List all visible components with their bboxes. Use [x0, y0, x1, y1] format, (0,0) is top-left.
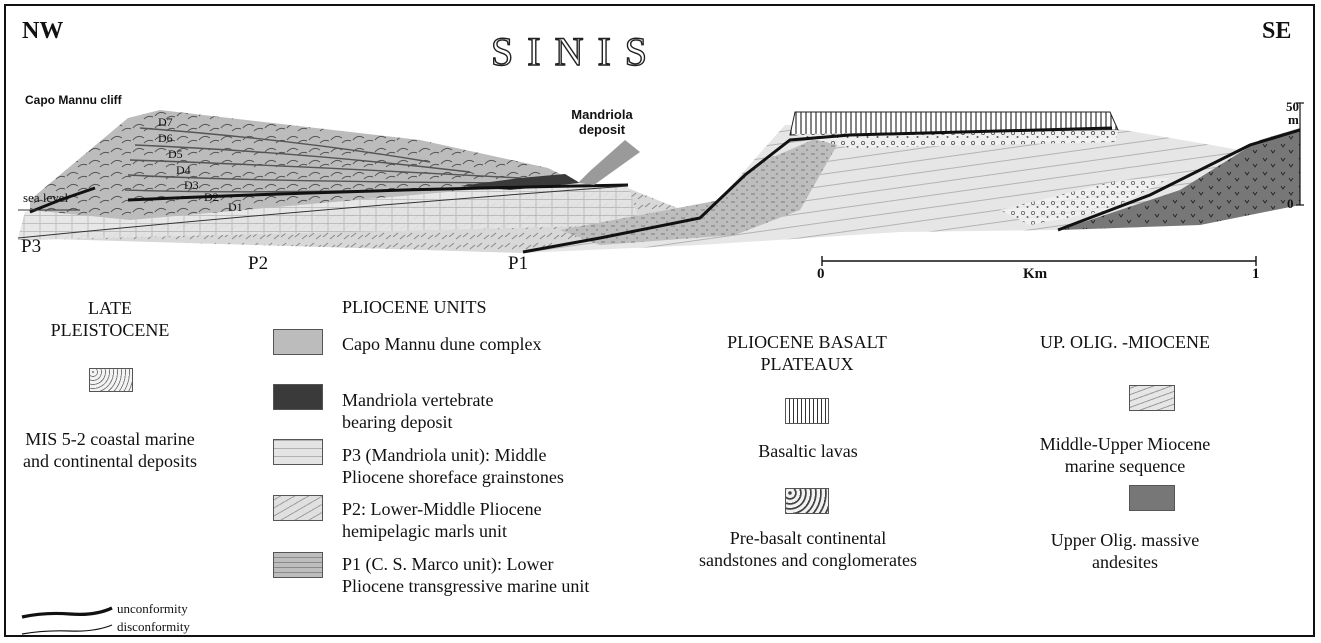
basalt-swatch	[785, 398, 829, 424]
mandriola-legend-item: Mandriola vertebrate bearing deposit	[342, 389, 542, 433]
late-pleistocene-item: MIS 5-2 coastal marine and continental d…	[20, 428, 200, 472]
dune-label-d6: D6	[158, 131, 173, 146]
miocene-legend-item: Middle-Upper Miocene marine sequence	[1015, 433, 1235, 477]
prebasalt-legend-item: Pre-basalt continental sandstones and co…	[690, 527, 926, 571]
p3-label: P3	[21, 236, 41, 258]
late-pleistocene-swatch	[89, 368, 133, 392]
dune-label-d2: D2	[204, 190, 219, 205]
p3-swatch	[273, 439, 323, 465]
p2-swatch	[273, 495, 323, 521]
p2-label: P2	[248, 253, 268, 275]
basalt-legend-item: Basaltic lavas	[708, 440, 908, 462]
vscale-bottom: 0	[1287, 196, 1294, 212]
dune-label-d7: D7	[158, 115, 173, 130]
disconformity-label: disconformity	[117, 619, 190, 635]
hscale-start: 0	[817, 266, 825, 283]
hscale-unit: Km	[1023, 266, 1047, 283]
p1-swatch	[273, 552, 323, 578]
vscale-unit: m	[1288, 112, 1299, 128]
pliocene-units-heading: PLIOCENE UNITS	[342, 297, 487, 318]
hscale-end: 1	[1252, 266, 1260, 283]
dune-legend-item: Capo Mannu dune complex	[342, 333, 542, 355]
dune-label-d1: D1	[228, 200, 243, 215]
prebasalt-swatch	[785, 488, 829, 514]
dune-label-d4: D4	[176, 163, 191, 178]
p1-legend-item: P1 (C. S. Marco unit): Lower Pliocene tr…	[342, 553, 612, 597]
horizontal-scale-bar	[822, 256, 1256, 266]
andesite-legend-item: Upper Olig. massive andesites	[1035, 529, 1215, 573]
andesite-swatch	[1129, 485, 1175, 511]
disconformity-swatch	[22, 625, 112, 634]
late-pleistocene-heading: LATE PLEISTOCENE	[30, 297, 190, 341]
unconformity-label: unconformity	[117, 601, 188, 617]
mandriola-swatch	[273, 384, 323, 410]
dune-label-d5: D5	[168, 147, 183, 162]
page-title: SINIS	[491, 28, 661, 75]
unconformity-swatch	[22, 608, 112, 617]
olig-miocene-heading: UP. OLIG. -MIOCENE	[1000, 331, 1250, 353]
dune-swatch	[273, 329, 323, 355]
sea-level-label: sea level	[23, 190, 68, 206]
basalt-heading: PLIOCENE BASALT PLATEAUX	[692, 331, 922, 375]
miocene-swatch	[1129, 385, 1175, 411]
dune-label-d3: D3	[184, 178, 199, 193]
p1-label: P1	[508, 253, 528, 275]
p2-legend-item: P2: Lower-Middle Pliocene hemipelagic ma…	[342, 498, 602, 542]
p3-legend-item: P3 (Mandriola unit): Middle Pliocene sho…	[342, 444, 602, 488]
nw-label: NW	[22, 18, 63, 45]
cliff-label: Capo Mannu cliff	[25, 93, 122, 107]
deposit-label: Mandriola deposit	[571, 107, 633, 137]
mandriola-arrow	[578, 140, 640, 185]
se-label: SE	[1262, 18, 1291, 45]
